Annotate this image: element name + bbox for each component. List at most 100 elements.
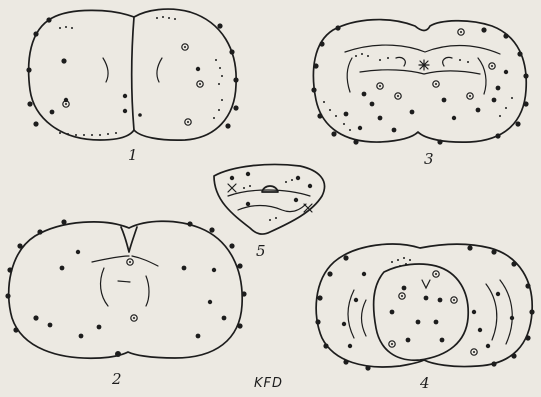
marginal-bead — [317, 113, 322, 118]
granule — [370, 102, 375, 107]
granule — [275, 217, 277, 219]
marginal-bead — [467, 245, 472, 250]
marginal-bead — [511, 353, 516, 358]
granule — [218, 109, 220, 111]
granule — [342, 322, 346, 326]
marginal-bead — [495, 133, 500, 138]
marginal-bead — [323, 343, 328, 348]
granule — [409, 259, 411, 261]
figure-4-core-notch — [422, 280, 430, 288]
granule — [402, 286, 407, 291]
marginal-bead — [343, 359, 348, 364]
marginal-bead — [5, 293, 10, 298]
granule — [399, 265, 401, 267]
granule — [434, 320, 439, 325]
marginal-bead — [331, 131, 336, 136]
figure-4-right-arc-1 — [486, 284, 497, 340]
granule — [91, 134, 93, 136]
granule — [50, 110, 55, 115]
figure-2-label: 2 — [111, 370, 122, 388]
marginal-bead — [61, 219, 66, 224]
figure-3-hook-right — [443, 57, 452, 66]
granule-center — [491, 65, 493, 67]
figure-5-granules — [230, 172, 312, 221]
figure-3-inner-arch — [345, 45, 500, 54]
granule — [416, 320, 421, 325]
author-credit: KFD — [254, 376, 283, 391]
granule — [510, 316, 514, 320]
granule — [294, 198, 298, 202]
granule — [354, 298, 358, 302]
granule — [478, 328, 482, 332]
granule-center — [65, 103, 67, 105]
granule — [291, 179, 293, 181]
figure-2: 2 — [5, 219, 246, 388]
granule — [505, 107, 507, 109]
granule-center — [473, 351, 475, 353]
marginal-bead — [319, 41, 324, 46]
marginal-bead — [7, 267, 12, 272]
marginal-bead — [233, 105, 238, 110]
granule — [33, 315, 38, 320]
figure-2-inner-dash — [118, 281, 130, 282]
granule-center — [453, 299, 455, 301]
granule — [123, 94, 127, 98]
marginal-bead — [311, 87, 316, 92]
granule — [348, 344, 352, 348]
figure-1-granules — [50, 16, 223, 136]
granule — [246, 172, 250, 176]
granule — [249, 185, 251, 187]
granule-center — [460, 31, 462, 33]
granule — [222, 316, 227, 321]
granule — [75, 134, 77, 136]
granule — [424, 296, 429, 301]
figure-3-marginal-beads — [311, 25, 528, 144]
granule — [65, 26, 67, 28]
granule — [397, 259, 399, 261]
granule — [196, 67, 200, 71]
marginal-bead — [187, 221, 192, 226]
figure-2-granules — [33, 250, 226, 339]
marginal-bead — [365, 365, 370, 370]
marginal-bead — [315, 319, 320, 324]
granule-center — [187, 121, 189, 123]
granule — [406, 338, 411, 343]
figure-2-notch — [121, 227, 137, 252]
marginal-bead — [343, 255, 348, 260]
granule — [115, 132, 117, 134]
granule — [472, 310, 476, 314]
marginal-bead — [517, 51, 522, 56]
figure-3: 3 — [311, 20, 528, 168]
granule — [123, 109, 127, 113]
granule — [48, 323, 53, 328]
figure-3-inner-arch-lower — [360, 70, 480, 74]
granule — [367, 55, 369, 57]
granule — [221, 75, 223, 77]
marginal-bead — [37, 229, 42, 234]
figure-3-hook-left — [396, 57, 405, 66]
granule — [467, 61, 469, 63]
marginal-bead — [491, 249, 496, 254]
granule — [61, 58, 66, 63]
granule — [174, 18, 176, 20]
figure-3-granules — [323, 29, 513, 133]
granule — [438, 298, 443, 303]
granule — [358, 126, 362, 130]
figure-4-left-arc-2 — [362, 300, 367, 336]
granule — [67, 133, 69, 135]
figure-4-right-arc-2 — [500, 280, 512, 344]
figure-3-label: 3 — [424, 150, 434, 168]
granule — [379, 59, 381, 61]
granule — [452, 116, 456, 120]
granule — [59, 27, 61, 29]
marginal-bead — [437, 139, 442, 144]
marginal-bead — [237, 323, 242, 328]
granule — [243, 187, 245, 189]
granule — [212, 268, 216, 272]
granule — [459, 59, 461, 61]
granule — [218, 83, 220, 85]
marginal-bead — [33, 121, 38, 126]
marginal-bead — [115, 351, 121, 357]
marginal-bead — [327, 271, 332, 276]
marginal-bead — [503, 33, 508, 38]
